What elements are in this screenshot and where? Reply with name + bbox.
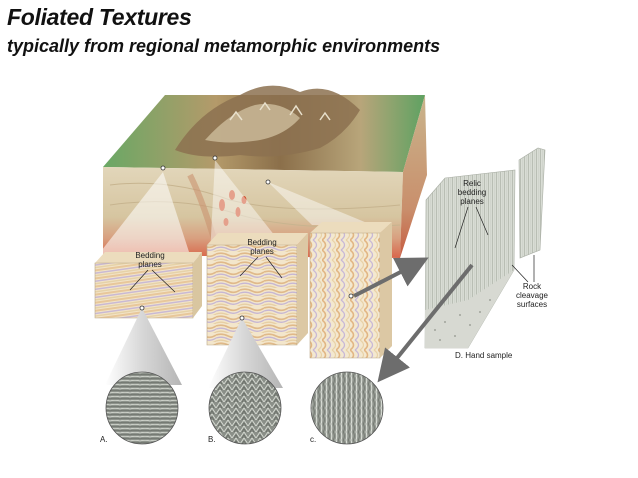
micro-view-a: A. [100, 306, 182, 444]
rock-cleavage-label-3: surfaces [517, 300, 547, 309]
bedding-planes-b-label-2: planes [250, 247, 274, 256]
hand-sample-caption: D. Hand sample [455, 351, 513, 360]
bedding-planes-a-label-1: Bedding [135, 251, 164, 260]
sample-block-c [310, 222, 392, 358]
caption-a: A. [100, 435, 108, 444]
bedding-planes-a-label-2: planes [138, 260, 162, 269]
cleavage-flake [519, 148, 545, 258]
rock-cleavage-label-2: cleavage [516, 291, 549, 300]
bedding-planes-b-label-1: Bedding [247, 238, 276, 247]
sample-block-a: Bedding planes [95, 251, 202, 318]
relic-label-2: bedding [458, 188, 486, 197]
rock-cleavage-label-1: Rock [523, 282, 542, 291]
caption-b: B. [208, 435, 216, 444]
caption-c: c. [310, 435, 316, 444]
hand-sample-d: Relic bedding planes Rock cleavage surfa… [425, 148, 549, 360]
sample-block-b: Bedding planes [207, 233, 308, 345]
relic-label-3: planes [460, 197, 484, 206]
relic-label-1: Relic [463, 179, 481, 188]
